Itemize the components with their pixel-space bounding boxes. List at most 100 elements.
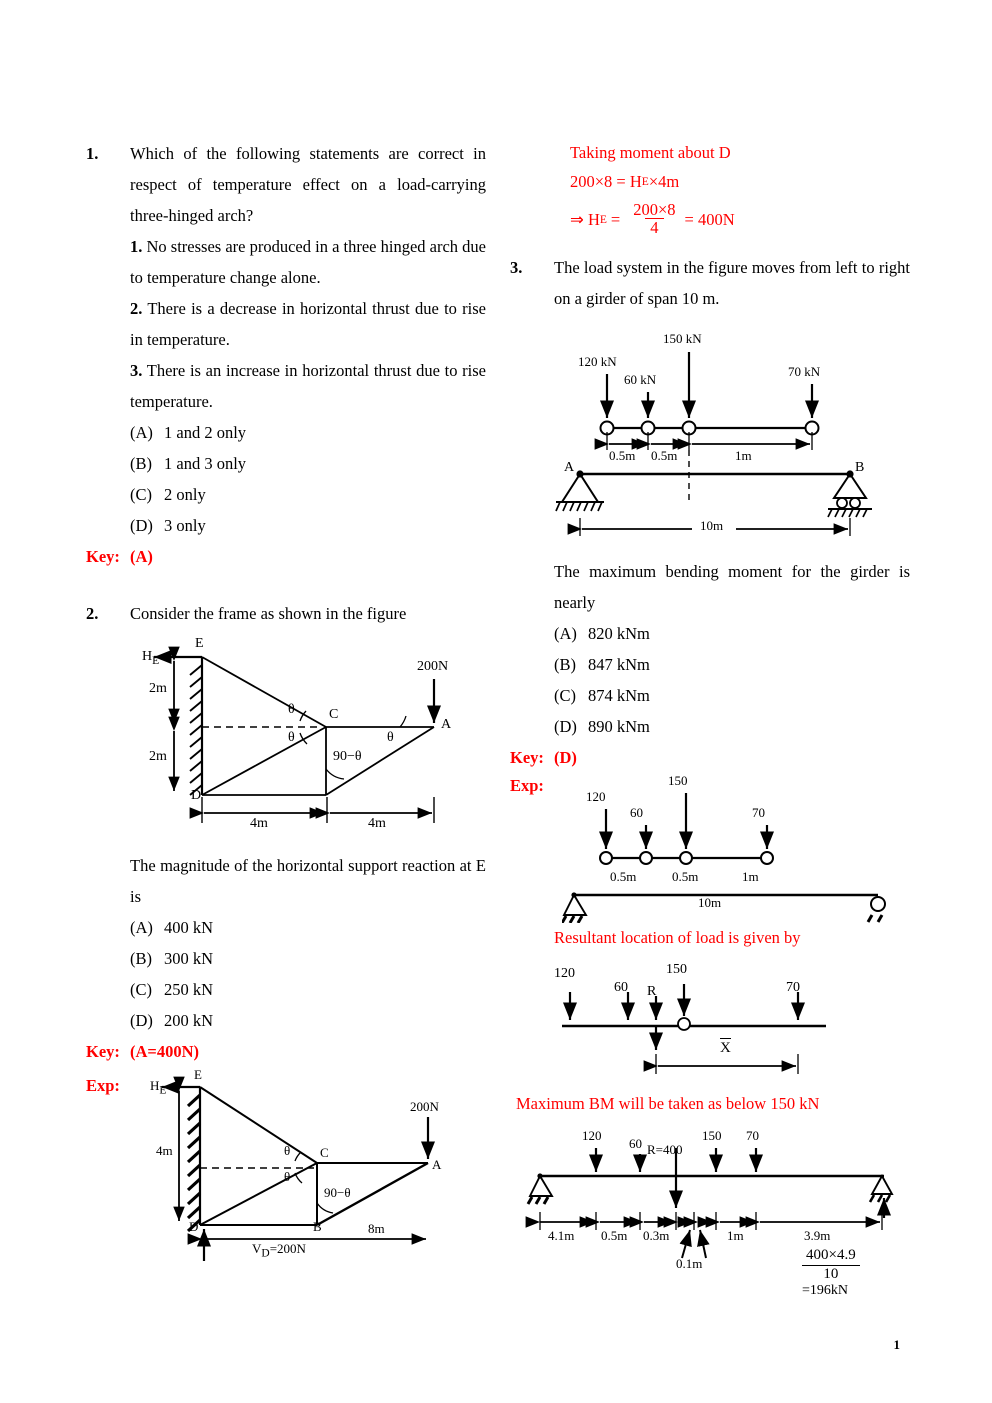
- figure-frame-question-2: HE E D C A 200N 2m 2m 4m 4m θ θ θ 90−θ: [104, 636, 486, 832]
- question-1-option-d[interactable]: (D)3 only: [130, 510, 486, 541]
- load-label-60: 60: [614, 980, 628, 996]
- question-2-key: Key:(A=400N): [86, 1036, 486, 1067]
- question-2-exp-label: Exp:: [86, 1076, 120, 1095]
- dim-label-0-5m: 0.5m: [601, 1228, 628, 1244]
- fraction-numerator: 200×8: [633, 200, 676, 219]
- gap-label-3: 1m: [735, 448, 752, 464]
- label-A: A: [441, 717, 452, 732]
- option-b-text: 847 kNm: [588, 655, 650, 675]
- question-3-stem: The load system in the figure moves from…: [554, 258, 910, 309]
- dim-label-0-1m: 0.1m: [676, 1256, 703, 1272]
- load-label-120: 120: [586, 789, 606, 805]
- maxbm-heading: Maximum BM will be taken as below 150 kN: [516, 1094, 820, 1114]
- option-d-label: (D): [130, 516, 153, 535]
- question-3-exp-label: Exp:: [510, 776, 544, 796]
- question-3-option-d[interactable]: (D)890 kNm: [554, 711, 910, 742]
- gap-label-2: 0.5m: [672, 869, 699, 885]
- option-c-label: (C): [130, 485, 152, 504]
- question-1-option-a[interactable]: (A) 1 and 2 only: [130, 417, 486, 448]
- option-c-text: 2 only: [164, 485, 206, 504]
- span-label-10m: 10m: [698, 895, 722, 911]
- load-label-70: 70: [786, 980, 800, 996]
- key-label: Key:: [510, 748, 544, 768]
- question-2-number: 2.: [86, 604, 99, 623]
- question-3-option-c[interactable]: (C)874 kNm: [554, 680, 910, 711]
- label-C: C: [329, 707, 339, 722]
- option-a-label: (A): [130, 423, 153, 442]
- option-b-label: (B): [130, 454, 152, 473]
- label-B: B: [313, 1219, 322, 1234]
- question-2-stem: Consider the frame as shown in the figur…: [130, 604, 407, 623]
- resultant-label-R: R=400: [647, 1142, 683, 1158]
- question-1-option-c[interactable]: (C) 2 only: [130, 479, 486, 510]
- question-2-option-c[interactable]: (C)250 kN: [130, 974, 486, 1005]
- key-value: (A): [130, 547, 153, 566]
- label-D: D: [191, 788, 202, 803]
- option-b-text: 300 kN: [164, 949, 214, 968]
- span-label-10m: 10m: [700, 518, 724, 534]
- calc-result: =196kN: [802, 1282, 849, 1298]
- key-label: Key:: [86, 547, 120, 566]
- question-3: 3. The load system in the figure moves f…: [510, 252, 910, 314]
- support-label-B: B: [855, 460, 865, 476]
- question-2-option-a[interactable]: (A)400 kN: [130, 912, 486, 943]
- key-value: (D): [554, 748, 577, 768]
- angle-theta-1: θ: [288, 702, 295, 717]
- resultant-label-R: R: [647, 984, 657, 1000]
- dim-8m: 8m: [368, 1221, 385, 1236]
- question-3-number: 3.: [510, 258, 523, 278]
- question-2-stem2: The magnitude of the horizontal support …: [130, 856, 486, 906]
- statement-2-number: 2.: [130, 299, 143, 318]
- load-label-150: 150: [668, 773, 688, 789]
- dim-label-0-3m: 0.3m: [643, 1228, 670, 1244]
- load-label-120kN: 120 kN: [578, 354, 617, 370]
- dim-4m-right: 4m: [368, 816, 386, 831]
- load-label-120: 120: [554, 966, 575, 982]
- question-1-statement-1: 1. No stresses are produced in a three h…: [130, 231, 486, 293]
- question-1-number: 1.: [86, 144, 99, 163]
- statement-3-text: There is an increase in horizontal thrus…: [130, 361, 486, 411]
- dim-2m-top: 2m: [149, 681, 167, 696]
- question-3-option-a[interactable]: (A)820 kNm: [554, 618, 910, 649]
- label-D: D: [189, 1219, 199, 1234]
- angle-theta-2: θ: [284, 1169, 291, 1184]
- figure-girder-explanation-1: 120 60 150 70 0.5m 0.5m 1m 10m: [562, 773, 912, 924]
- load-label-60: 60: [630, 805, 643, 821]
- figure-girder-question-3: 120 kN 60 kN 150 kN 70 kN 0.5m 0.5m 1m A…: [550, 322, 910, 537]
- figure-resultant-location: 120 60 150 70 R X: [548, 954, 910, 1089]
- label-HE: HE: [150, 1078, 167, 1097]
- question-2-option-b[interactable]: (B)300 kN: [130, 943, 486, 974]
- page-number: 1: [893, 1337, 901, 1352]
- statement-1-text: No stresses are produced in a three hing…: [130, 237, 486, 287]
- load-label-60: 60: [629, 1136, 642, 1152]
- calc-numerator: 400×4.9: [806, 1247, 856, 1264]
- dim-label-4-1m: 4.1m: [548, 1228, 575, 1244]
- dim-2m-bottom: 2m: [149, 749, 167, 764]
- angle-90-theta: 90−θ: [324, 1185, 351, 1200]
- figure-max-bm: 120 60 150 70 R=400 4.1m 0.5m 0.3m 1m 3.…: [524, 1118, 910, 1298]
- label-load-200N: 200N: [417, 659, 449, 674]
- dim-label-1m: 1m: [727, 1228, 744, 1244]
- statement-1-number: 1.: [130, 237, 143, 256]
- angle-theta-2: θ: [288, 730, 295, 745]
- dim-label-xbar: X: [720, 1038, 731, 1057]
- dim-4m: 4m: [156, 1143, 173, 1158]
- question-3-stem2: The maximum bending moment for the girde…: [554, 562, 910, 613]
- figure-frame-explanation-question-2: HE E D B C A 200N 4m 8m VD=200N θ θ 90−θ: [132, 1067, 462, 1263]
- gap-label-1: 0.5m: [609, 448, 636, 464]
- dim-label-3-9m: 3.9m: [804, 1228, 831, 1244]
- option-c-label: (C): [554, 686, 576, 706]
- gap-label-1: 0.5m: [610, 869, 637, 885]
- gap-label-3: 1m: [742, 869, 759, 885]
- question-3-option-b[interactable]: (B)847 kNm: [554, 649, 910, 680]
- question-1-option-b[interactable]: (B) 1 and 3 only: [130, 448, 486, 479]
- option-a-text: 1 and 2 only: [164, 423, 247, 442]
- question-1-statement-3: 3. There is an increase in horizontal th…: [130, 355, 486, 417]
- option-b-text: 1 and 3 only: [164, 454, 247, 473]
- question-2-option-d[interactable]: (D)200 kN: [130, 1005, 486, 1036]
- option-a-label: (A): [554, 624, 577, 644]
